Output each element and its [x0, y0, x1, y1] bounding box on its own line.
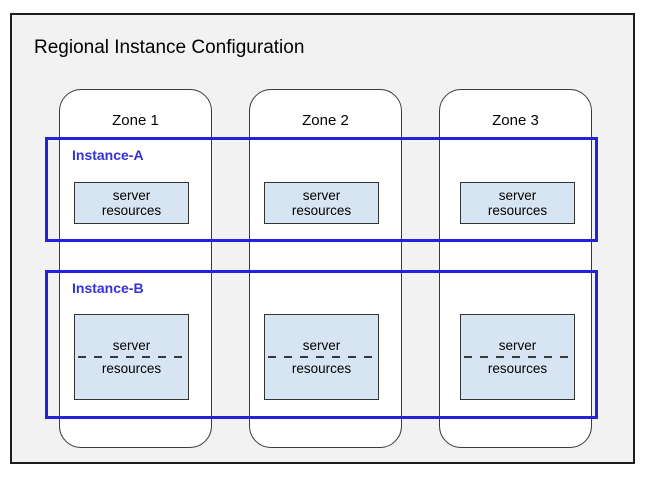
- server-box-text: server: [302, 188, 341, 203]
- server-box-text: resources: [291, 203, 352, 218]
- region-frame: Regional Instance Configuration Zone 1 Z…: [10, 13, 635, 464]
- server-resources-box-b3: server resources: [460, 314, 575, 400]
- server-box-text: resources: [101, 203, 162, 218]
- server-box-text: server: [112, 188, 151, 203]
- dashed-divider: [268, 356, 375, 358]
- server-resources-box-a2: server resources: [264, 182, 379, 224]
- server-box-text: resources: [487, 361, 548, 376]
- server-box-text: resources: [101, 361, 162, 376]
- server-box-text: server: [302, 338, 341, 353]
- server-box-text: resources: [487, 203, 548, 218]
- zone-2-label: Zone 2: [302, 112, 349, 129]
- server-resources-box-a3: server resources: [460, 182, 575, 224]
- instance-b-boundary: Instance-B: [45, 270, 598, 419]
- server-box-text: server: [498, 338, 537, 353]
- instance-a-boundary: Instance-A: [45, 137, 598, 242]
- diagram-title: Regional Instance Configuration: [34, 37, 305, 58]
- dashed-divider: [78, 356, 185, 358]
- zone-3-label: Zone 3: [492, 112, 539, 129]
- server-box-text: resources: [291, 361, 352, 376]
- server-resources-box-b2: server resources: [264, 314, 379, 400]
- dashed-divider: [464, 356, 571, 358]
- instance-a-label: Instance-A: [72, 147, 144, 163]
- server-box-text: server: [498, 188, 537, 203]
- server-box-text: server: [112, 338, 151, 353]
- instance-b-label: Instance-B: [72, 280, 144, 296]
- server-resources-box-a1: server resources: [74, 182, 189, 224]
- server-resources-box-b1: server resources: [74, 314, 189, 400]
- zone-1-label: Zone 1: [112, 112, 159, 129]
